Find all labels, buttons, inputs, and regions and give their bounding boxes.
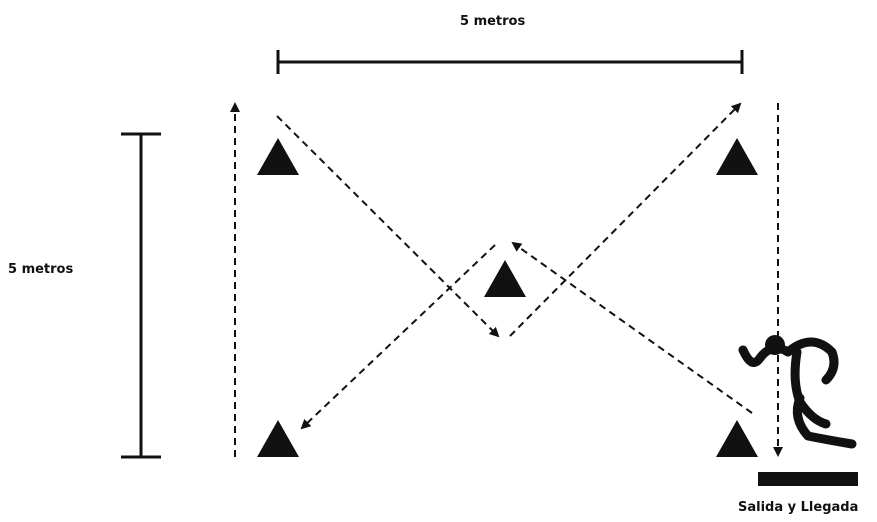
path-center-to-top-right bbox=[509, 102, 742, 337]
path-center-to-bottom-left bbox=[300, 244, 496, 430]
path-to-center-from-bottom-right bbox=[511, 241, 753, 414]
cone-bottom-left bbox=[257, 420, 299, 457]
path-top-left-to-center bbox=[276, 115, 500, 338]
runner-icon bbox=[738, 335, 857, 449]
cone-center bbox=[484, 260, 526, 297]
horizontal-distance-label: 5 metros bbox=[460, 14, 526, 29]
vertical-distance-label: 5 metros bbox=[8, 262, 74, 277]
start-finish-line bbox=[758, 472, 858, 486]
cone-top-right bbox=[716, 138, 758, 175]
horizontal-dimension-line bbox=[276, 50, 744, 74]
start-finish-label: Salida y Llegada bbox=[738, 500, 859, 515]
cone-top-left bbox=[257, 138, 299, 175]
vertical-dimension-line bbox=[121, 132, 161, 459]
cone-bottom-right bbox=[716, 420, 758, 457]
